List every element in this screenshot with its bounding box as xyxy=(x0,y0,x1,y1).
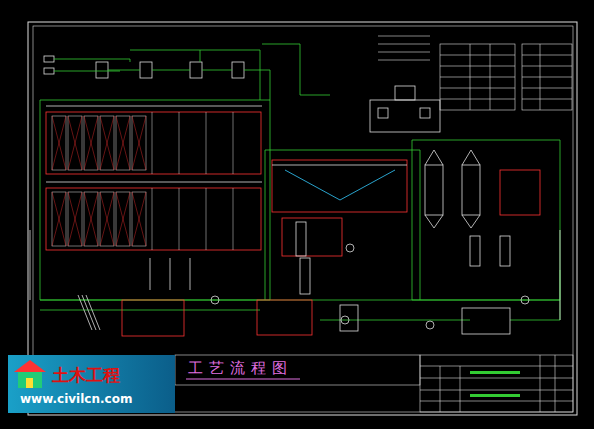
watermark-url: www.civilcn.com xyxy=(20,392,132,406)
house-icon xyxy=(14,360,46,388)
watermark-name: 土木工程 xyxy=(52,364,120,387)
drawing-title: 工艺流程图 xyxy=(188,359,293,378)
